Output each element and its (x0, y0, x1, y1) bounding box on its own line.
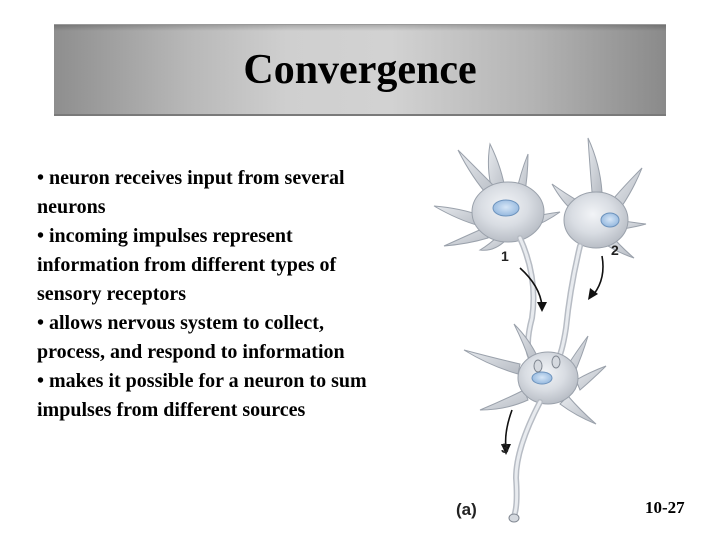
neuron-3 (463, 323, 607, 425)
bullet-item: • makes it possible for a neuron to sum … (37, 370, 367, 421)
label-2: 2 (611, 242, 619, 258)
neuron-3-nucleus (531, 371, 553, 385)
bullet-list: • neuron receives input from several neu… (37, 164, 367, 425)
panel-label: (a) (456, 500, 477, 519)
impulse-arrows (501, 255, 604, 455)
slide-number: 10-27 (645, 498, 685, 517)
synaptic-knob (551, 355, 561, 369)
arrow-2 (593, 255, 604, 295)
neuron-2-soma (563, 191, 629, 249)
label-3: 3 (501, 440, 509, 456)
synaptic-knob (533, 359, 543, 373)
slide-title: Convergence (243, 47, 477, 93)
neuron-2-nucleus (600, 212, 620, 228)
bullet-item: • neuron receives input from several neu… (37, 167, 345, 218)
bullet-item: • incoming impulses represent informatio… (37, 225, 337, 305)
label-1: 1 (501, 248, 509, 264)
convergence-neuron-illustration: 1 2 3 (a) (420, 128, 690, 530)
bullet-item: • allows nervous system to collect, proc… (37, 312, 345, 363)
title-bar (54, 24, 666, 116)
neuron-1-nucleus (492, 199, 520, 217)
axon-terminal (508, 513, 520, 523)
